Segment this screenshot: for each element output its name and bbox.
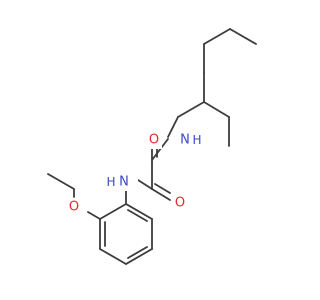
carbon-skeleton [47,28,257,265]
bond-c2-o2-a [151,188,171,201]
bond-ch2-n1 [167,116,179,138]
atom-n1: N [180,133,190,148]
atom-o2: O [175,196,185,211]
ring-bond-4 [99,248,127,265]
atom-labels: N H O O H N O [65,131,202,216]
ring-inner-1 [127,209,148,222]
bond-ring-o3 [87,211,101,220]
bond-ethyl-ch-c1 [203,101,230,118]
hydrogen-n2: H [106,175,115,189]
ring-bond-3 [125,248,153,265]
atom-n2: N [119,175,129,190]
oxalamide-structure-diagram: N H O O H N O [47,28,257,265]
atom-o3: O [69,200,79,215]
atom-bg-o1 [144,131,162,149]
bond-n1-c1 [151,138,169,161]
bond-ch2-ch3 [47,173,75,190]
atom-bg-n2 [114,173,138,191]
atom-bg-o3 [65,198,83,216]
bond-c2-o2-b [154,183,171,194]
hydrogen-n1: H [192,133,201,147]
ring-bond-1 [125,203,153,220]
atom-o1: O [149,133,159,148]
bond-ch-ch2 [177,101,205,118]
atom-bg-o2 [172,194,190,212]
bond-butyl-c4-c3 [229,28,257,45]
bond-c2-n2 [137,179,153,190]
bond-butyl-c3-c2 [203,28,231,45]
ring-inner-2 [127,246,148,259]
atom-bg-n1 [174,131,196,149]
ring-bond-6 [99,203,127,220]
